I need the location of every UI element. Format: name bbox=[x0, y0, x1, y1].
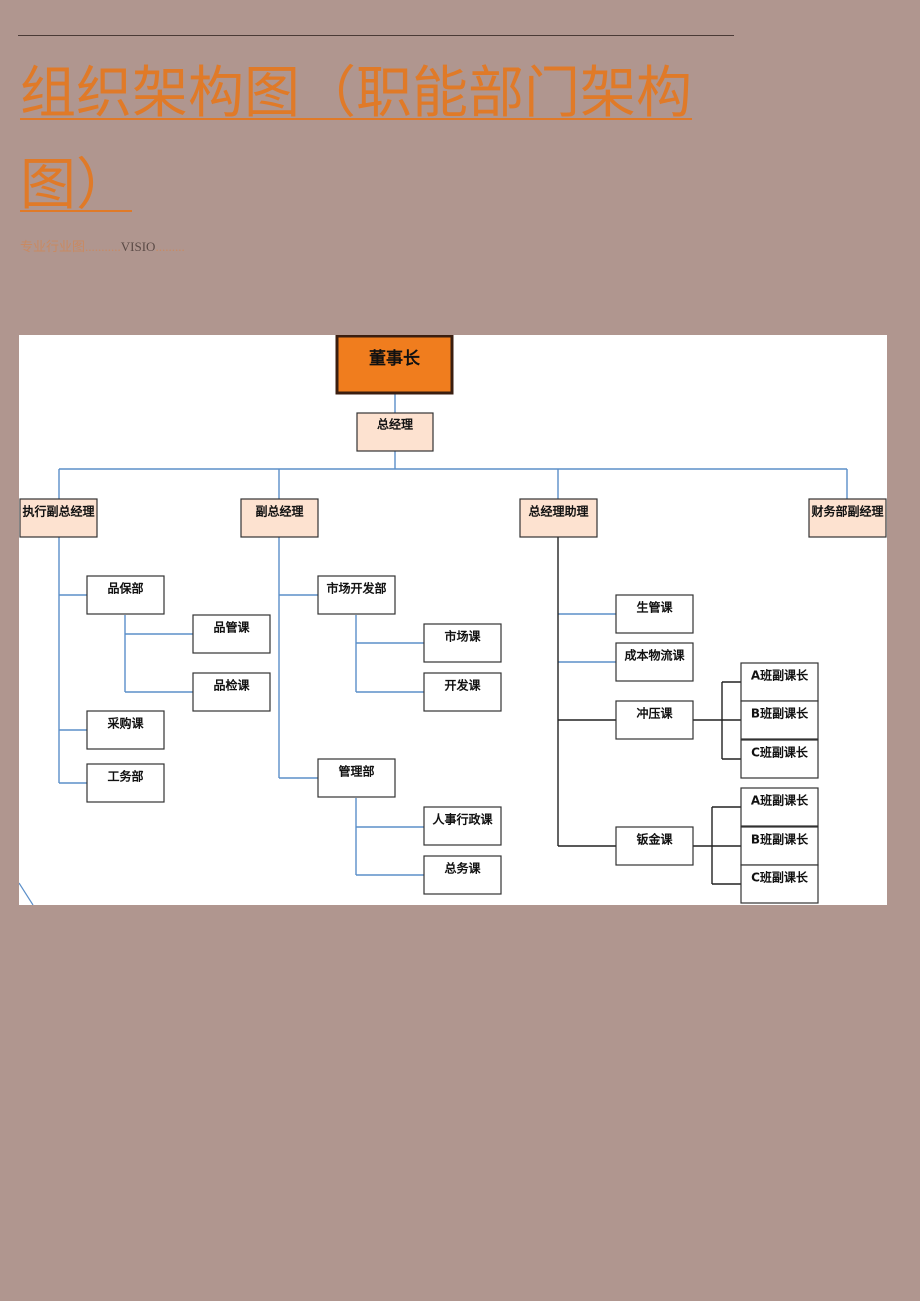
subtitle-post: ......... bbox=[155, 239, 185, 254]
node-purchasing-section-label: 采购课 bbox=[106, 716, 144, 731]
node-stamping-a-label: A班副课长 bbox=[751, 668, 809, 683]
node-production-section-label: 生管课 bbox=[636, 600, 673, 615]
white-node-boxes bbox=[86, 575, 819, 904]
node-gm-assistant: 总经理助理 bbox=[519, 498, 598, 538]
node-sheetmetal-a-label: A班副课长 bbox=[751, 793, 809, 808]
stray-connector-fragment bbox=[19, 882, 34, 905]
node-admin-dept-label: 管理部 bbox=[338, 764, 374, 779]
node-logistics-section-label: 成本物流课 bbox=[624, 648, 685, 663]
subtitle: 专业行业图...........VISIO......... bbox=[20, 236, 185, 255]
node-chairman: 董事长 bbox=[335, 335, 454, 395]
blue-connectors bbox=[58, 393, 848, 876]
node-inspection-section-label: 品检课 bbox=[213, 678, 250, 693]
node-gm-assistant-label: 总经理助理 bbox=[528, 504, 588, 519]
node-quality-dept-label: 品保部 bbox=[107, 581, 143, 596]
node-qc-section-label: 品管课 bbox=[213, 620, 250, 635]
node-stamping-c-label: C班副课长 bbox=[751, 745, 809, 760]
node-sheetmetal-section-label: 钣金课 bbox=[636, 832, 673, 847]
node-hr-section-label: 人事行政课 bbox=[432, 812, 493, 827]
page-title-line-2[interactable]: 图） bbox=[20, 153, 132, 218]
black-connectors bbox=[557, 537, 741, 885]
node-chairman-label: 董事长 bbox=[369, 348, 421, 369]
node-sheetmetal-c-label: C班副课长 bbox=[751, 870, 809, 885]
node-exec-vp: 执行副总经理 bbox=[19, 498, 98, 538]
subtitle-visio: VISIO bbox=[120, 239, 156, 254]
node-vp-label: 副总经理 bbox=[255, 504, 303, 519]
node-general-affairs-label: 总务课 bbox=[444, 861, 481, 876]
node-vp: 副总经理 bbox=[240, 498, 319, 538]
top-divider bbox=[18, 35, 734, 36]
node-engineering-dept-label: 工务部 bbox=[107, 769, 143, 784]
node-general-manager-label: 总经理 bbox=[377, 417, 413, 432]
node-stamping-section-label: 冲压课 bbox=[636, 706, 673, 721]
page-title[interactable]: 组织架构图（职能部门架构 图） bbox=[20, 48, 740, 232]
node-finance-vp: 财务部副经理 bbox=[808, 498, 887, 538]
node-sheetmetal-b-label: B班副课长 bbox=[751, 832, 809, 847]
node-stamping-b-label: B班副课长 bbox=[751, 706, 809, 721]
page-title-line-1[interactable]: 组织架构图（职能部门架构 bbox=[20, 61, 692, 126]
subtitle-pre: 专业行业图........... bbox=[20, 239, 121, 254]
node-market-section-label: 市场课 bbox=[444, 629, 481, 644]
node-general-manager: 总经理 bbox=[356, 412, 434, 452]
node-market-dev-dept-label: 市场开发部 bbox=[326, 581, 386, 596]
node-exec-vp-label: 执行副总经理 bbox=[22, 504, 94, 519]
node-finance-vp-label: 财务部副经理 bbox=[810, 504, 883, 519]
node-dev-section-label: 开发课 bbox=[444, 678, 481, 693]
org-chart-svg: 董事长 总经理 执行副总经理 副总经理 总经理助理 财务部副经理 bbox=[19, 335, 887, 905]
org-chart: 董事长 总经理 执行副总经理 副总经理 总经理助理 财务部副经理 bbox=[19, 335, 887, 905]
